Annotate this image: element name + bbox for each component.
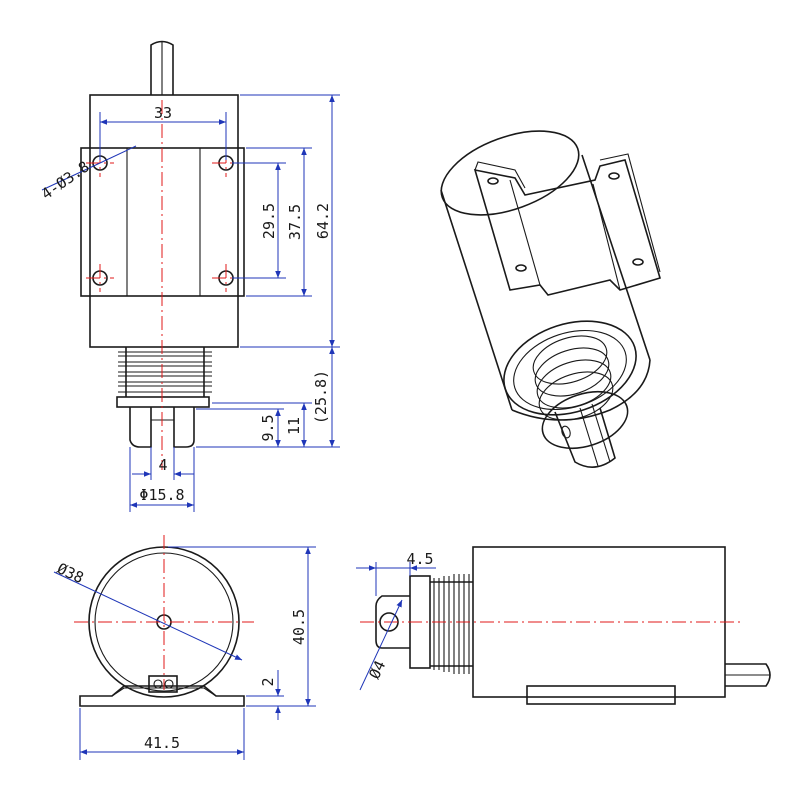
plunger-flange [116, 396, 210, 408]
dim-pin-4: Ø4 [359, 599, 403, 691]
dim-label-29-5: 29.5 [260, 203, 278, 239]
end-view: Ø38 40.5 2 41.5 [53, 535, 316, 760]
dim-label-11: 11 [285, 417, 303, 435]
dim-stroke-11: 11 [212, 402, 312, 447]
iso-plunger [541, 390, 629, 468]
side-wire [725, 663, 771, 687]
side-spring [430, 574, 473, 674]
dim-base-41-5: 41.5 [79, 708, 245, 760]
dim-label-9-5: 9.5 [259, 414, 277, 441]
return-spring [118, 347, 212, 397]
isometric-view [440, 130, 661, 468]
dim-label-2: 2 [259, 677, 277, 686]
dim-tip-4-5: 4.5 [356, 550, 436, 596]
dim-hole-spacing: 29.5 [232, 162, 286, 279]
dim-label-64-2: 64.2 [314, 203, 332, 239]
dim-label-4: 4 [158, 456, 167, 474]
dim-label-pin-4: Ø4 [365, 658, 389, 682]
dim-holes: 4-Ø3.8 [38, 145, 137, 203]
dim-slot-width: 4 [132, 447, 194, 480]
dim-label-25-8: (25.8) [312, 370, 330, 424]
dim-plunger-dia: Φ15.8 [129, 447, 195, 512]
dim-label-38: Ø38 [54, 559, 86, 587]
dim-height-40-5: 40.5 [168, 546, 316, 707]
front-view: 33 4-Ø3.8 29.5 37.5 64.2 [38, 40, 340, 512]
dim-label-15-8: Φ15.8 [139, 486, 184, 504]
wire-lead [150, 40, 174, 95]
dim-overall: (25.8) [196, 347, 340, 448]
dim-width-33: 33 [99, 104, 227, 160]
mount-holes [86, 149, 240, 292]
dim-body-height: 64.2 [240, 94, 340, 348]
end-base [79, 675, 245, 707]
side-bracket [526, 685, 676, 705]
iso-bracket [473, 153, 661, 296]
dim-bracket-height: 37.5 [246, 147, 312, 297]
dim-label-33: 33 [154, 104, 172, 122]
dim-label-holes: 4-Ø3.8 [38, 157, 93, 203]
dim-label-37-5: 37.5 [286, 204, 304, 240]
dim-label-41-5: 41.5 [144, 734, 180, 752]
dim-tip-9-5: 9.5 [196, 408, 284, 447]
dim-label-4-5: 4.5 [406, 550, 433, 568]
dim-label-40-5: 40.5 [290, 609, 308, 645]
side-view: 4.5 Ø4 [356, 546, 771, 705]
iso-cylinder [440, 130, 651, 421]
coil-body [89, 94, 239, 348]
dim-base-2: 2 [246, 670, 284, 720]
